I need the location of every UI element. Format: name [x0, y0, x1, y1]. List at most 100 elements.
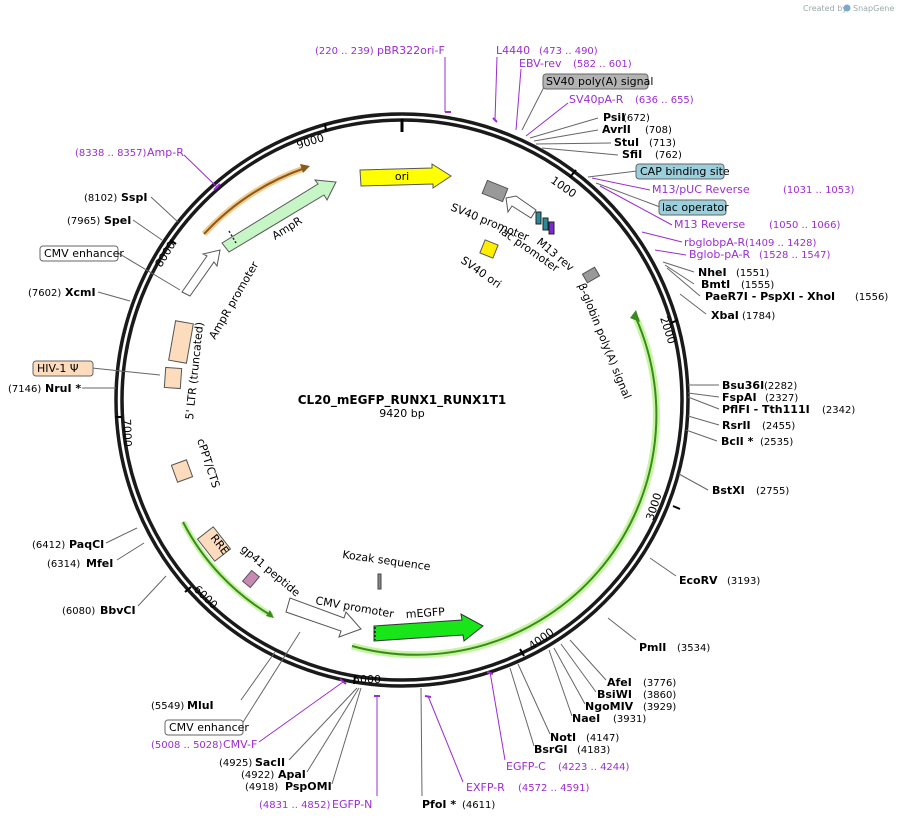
site-pmli[interactable]: PmlI (3534)	[607, 617, 710, 654]
boxed-cmv-enh-top[interactable]: CMV enhancer	[39, 245, 181, 291]
site-spei[interactable]: (7965) SpeI	[67, 214, 163, 241]
site-mfei[interactable]: (6314) MfeI	[47, 542, 145, 570]
primer-bglob-pa-r[interactable]: Bglob-pA-R (1528 .. 1547)	[654, 248, 831, 261]
svg-text:(3193): (3193)	[727, 576, 760, 587]
kozak-mark[interactable]	[377, 573, 382, 590]
primer-pbr322[interactable]: (220 .. 239) pBR322ori-F	[315, 44, 451, 113]
site-avrii[interactable]: AvrII (708)	[533, 123, 672, 142]
site-bsrgi[interactable]: BsrGI (4183)	[509, 667, 610, 756]
svg-text:StuI: StuI	[614, 136, 639, 149]
site-xbai[interactable]: XbaI (1784)	[679, 293, 775, 322]
site-bcli[interactable]: BclI * (2535)	[685, 429, 793, 448]
site-ngomiv[interactable]: NgoMIV (3929)	[553, 647, 676, 713]
ampr-feature[interactable]	[221, 179, 337, 253]
svg-text:(4925): (4925)	[219, 758, 252, 769]
site-bstxi[interactable]: BstXI (2755)	[678, 473, 789, 497]
site-apai[interactable]: (4922) ApaI	[241, 687, 360, 781]
site-rsrii[interactable]: RsrII (2455)	[687, 415, 795, 432]
primer-egfp-n[interactable]: (4831 .. 4852) EGFP-N	[259, 695, 380, 811]
site-nrui[interactable]: (7146) NruI *	[8, 382, 116, 395]
site-psii[interactable]: PsiI (672)	[529, 111, 650, 139]
site-pfoi[interactable]: PfoI * (4611)	[420, 687, 495, 811]
primer-ebv-rev-name: EBV-rev	[519, 57, 562, 70]
sv40-promoter-box[interactable]	[481, 179, 509, 203]
ori-feature[interactable]	[359, 163, 452, 189]
primer-egfp-n-name: EGFP-N	[332, 798, 372, 811]
site-sspi[interactable]: (8102) SspI	[84, 191, 179, 223]
site-sfii[interactable]: SfiI (762)	[541, 147, 682, 161]
primer-egfp-c[interactable]: EGFP-C (4223 .. 4244)	[486, 671, 630, 773]
cap-binding-box[interactable]	[635, 163, 725, 180]
insert-arc[interactable]	[351, 317, 658, 656]
site-noti[interactable]: NotI (4147)	[517, 663, 619, 744]
svg-text:(672): (672)	[623, 113, 650, 124]
lac-promoter-feature[interactable]	[505, 195, 537, 219]
primer-egfp-c-pos: (4223 .. 4244)	[558, 762, 630, 773]
lac-operator-box[interactable]	[658, 199, 727, 216]
site-naei[interactable]: NaeI (3931)	[548, 649, 646, 725]
site-bsiwi[interactable]: BsiWI (3860)	[560, 643, 676, 701]
boxed-hiv[interactable]: HIV-1 Ψ	[32, 360, 161, 377]
site-mlui[interactable]: (5549) MluI	[151, 651, 276, 712]
svg-text:(4147): (4147)	[586, 733, 619, 744]
cmv-enhancer-bottom-label: CMV enhancer	[169, 721, 249, 734]
primer-m13-reverse-pos: (1050 .. 1066)	[769, 220, 841, 231]
primer-m13-puc-name: M13/pUC Reverse	[652, 183, 750, 196]
lac-operator-leader	[595, 182, 661, 208]
site-bsu36i[interactable]: Bsu36I (2282)	[688, 379, 797, 392]
cmv-promoter-feature[interactable]	[285, 597, 362, 638]
bglobin-polya-box[interactable]	[581, 266, 601, 284]
primer-m13-reverse[interactable]: M13 Reverse (1050 .. 1066)	[599, 185, 841, 231]
bglobin-polya-label: β-globin poly(A) signal	[575, 281, 633, 401]
site-pspomi[interactable]: (4918) PspOMI	[245, 687, 362, 793]
ltr-box-upper[interactable]	[168, 320, 194, 364]
site-stui[interactable]: StuI (713)	[535, 136, 676, 149]
primer-exfp-r[interactable]: EXFP-R (4572 .. 4591)	[424, 695, 590, 794]
primer-ebv-rev[interactable]: EBV-rev (582 .. 601)	[515, 57, 632, 131]
cppt-label: cPPT/CTS	[194, 437, 222, 490]
plasmid-size: 9420 bp	[379, 407, 424, 420]
site-sacii[interactable]: (4925) SacII	[219, 687, 358, 769]
svg-text:BclI *: BclI *	[721, 435, 754, 448]
svg-text:PsiI: PsiI	[603, 111, 625, 124]
svg-text:NaeI: NaeI	[572, 712, 600, 725]
upper-arc[interactable]	[203, 167, 306, 235]
m13-mark[interactable]	[548, 221, 555, 235]
hiv-label: HIV-1 Ψ	[37, 362, 79, 375]
site-bmti[interactable]: BmtI (1555)	[664, 264, 774, 291]
primer-cmv-f[interactable]: (5008 .. 5028) CMV-F	[151, 678, 347, 751]
cppt-box[interactable]	[170, 459, 194, 483]
site-bbvci[interactable]: (6080) BbvCI	[62, 575, 167, 617]
site-xhoi[interactable]: PaeR7I - PspXI - XhoI (1556)	[666, 267, 888, 303]
ltr-box-lower[interactable]	[163, 366, 183, 390]
cap-site-mark[interactable]	[535, 211, 542, 225]
cap-binding-label: CAP binding site	[640, 165, 730, 178]
primer-rbglobpa-r[interactable]: rbglobpA-R (1409 .. 1428)	[641, 231, 817, 249]
svg-text:AvrII: AvrII	[602, 123, 631, 136]
svg-text:NheI: NheI	[698, 266, 727, 279]
site-xcmi[interactable]: (7602) XcmI	[28, 286, 131, 302]
svg-text:(3860): (3860)	[643, 690, 676, 701]
sv40-polya-box[interactable]	[542, 73, 649, 90]
site-tth111i[interactable]: PflFI - Tth111I (2342)	[687, 396, 855, 416]
sv40-ori-label: SV40 ori	[458, 254, 503, 291]
megfp-feature[interactable]	[373, 613, 484, 642]
primer-sv40pa-r[interactable]: SV40pA-R (636 .. 655)	[525, 93, 694, 137]
megfp-label: mEGFP	[405, 605, 445, 621]
primer-m13-puc[interactable]: M13/pUC Reverse (1031 .. 1053)	[591, 177, 855, 196]
sv40-ori-box[interactable]	[479, 239, 499, 259]
primer-amp-r[interactable]: (8338 .. 8357) Amp-R	[75, 146, 221, 191]
lower-arc[interactable]	[182, 521, 273, 617]
ampr-promoter-feature[interactable]	[181, 249, 221, 297]
site-afei[interactable]: AfeI (3776)	[569, 639, 676, 689]
site-ecorv[interactable]: EcoRV (3193)	[649, 557, 760, 587]
rre-box[interactable]	[196, 526, 232, 562]
ampr-promoter-label: AmpR promoter	[206, 259, 261, 342]
site-fspai[interactable]: FspAI (2327)	[687, 391, 798, 404]
site-nhei[interactable]: NheI (1551)	[662, 261, 769, 279]
primer-l4440[interactable]: L4440 (473 .. 490)	[492, 44, 598, 123]
cmv-enhancer-bottom-box[interactable]	[164, 719, 244, 736]
gp41-box[interactable]	[241, 569, 261, 589]
site-paqci[interactable]: (6412) PaqCI	[32, 527, 138, 551]
lac-operator-mark[interactable]	[542, 217, 549, 231]
